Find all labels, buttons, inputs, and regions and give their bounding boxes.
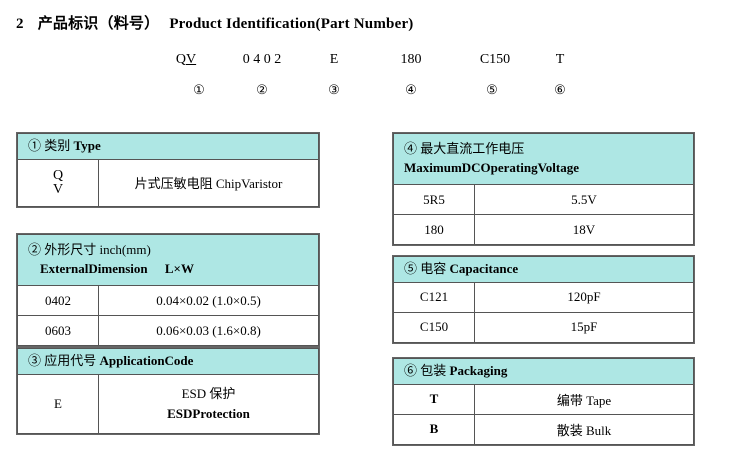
- part-number-segment-2: 0 4 0 2: [242, 52, 282, 67]
- table-application: ③ 应用代号 ApplicationCode E ESD 保护 ESDProte…: [16, 347, 320, 435]
- table-capacitance: ⑤ 电容 Capacitance C121 120pF C150 15pF: [392, 255, 695, 344]
- table-type-description: 片式压敏电阻 ChipVaristor: [98, 158, 319, 207]
- table-capacitance-header-cn: 电容: [420, 261, 447, 276]
- part-number-marker-6: ⑥: [554, 82, 566, 97]
- table-application-description: ESD 保护 ESDProtection: [98, 373, 319, 434]
- table-dimension-code-0402: 0402: [17, 285, 99, 316]
- part-number-segment-4: 180: [400, 52, 422, 67]
- table-dimension-value-0402: 0.04×0.02 (1.0×0.5): [98, 285, 319, 316]
- table-dimension-code-0603: 0603: [17, 315, 99, 346]
- table-voltage-header-line2: MaximumDCOperatingVoltage: [404, 159, 685, 178]
- table-header-row: ③ 应用代号 ApplicationCode: [17, 348, 319, 375]
- table-header-row: ⑤ 电容 Capacitance: [393, 256, 694, 283]
- table-voltage-value-180: 18V: [474, 214, 694, 245]
- part-number-segment-3: E: [329, 52, 339, 67]
- table-row: 5R5 5.5V: [393, 184, 694, 215]
- table-row: Q V 片式压敏电阻 ChipVaristor: [17, 158, 319, 207]
- table-row: C121 120pF: [393, 281, 694, 313]
- table-packaging-header: ⑥ 包装 Packaging: [393, 358, 694, 385]
- table-voltage-code-180: 180: [393, 214, 475, 245]
- table-row: B 散装 Bulk: [393, 413, 694, 445]
- table-dimension-header-en: ExternalDimension: [40, 261, 148, 276]
- table-capacitance-marker: ⑤: [404, 261, 418, 276]
- table-type-code-stacked: Q V: [21, 167, 95, 197]
- table-type-marker: ①: [28, 138, 42, 153]
- part-number-segment-1: QV: [175, 52, 197, 67]
- table-type-header-cn: 类别: [44, 138, 71, 153]
- table-type-header: ① 类别 Type: [17, 133, 319, 160]
- table-capacitance-header: ⑤ 电容 Capacitance: [393, 256, 694, 283]
- section-number: 2: [16, 16, 24, 32]
- table-voltage-marker: ④: [404, 141, 418, 157]
- table-header-row: ② 外形尺寸 inch(mm) ExternalDimension L×W: [17, 234, 319, 286]
- table-dimension-header-cn: 外形尺寸: [44, 242, 97, 258]
- table-voltage-value-5r5: 5.5V: [474, 184, 694, 215]
- table-voltage-header-en: MaximumDCOperatingVoltage: [404, 160, 580, 175]
- table-packaging-value-b: 散装 Bulk: [474, 413, 694, 445]
- part-number-markers: ① ② ③ ④ ⑤ ⑥: [0, 82, 750, 102]
- table-voltage-header-cn: 最大直流工作电压: [420, 141, 525, 157]
- part-number-segment-6: T: [555, 52, 565, 67]
- table-capacitance-header-en: Capacitance: [449, 261, 519, 276]
- table-packaging-code-t: T: [393, 383, 475, 415]
- table-capacitance-value-c150: 15pF: [474, 311, 694, 343]
- table-capacitance-value-c121: 120pF: [474, 281, 694, 313]
- table-capacitance-code-c150: C150: [393, 311, 475, 343]
- table-application-desc-line1: ESD 保护: [181, 385, 236, 401]
- table-packaging-code-b: B: [393, 413, 475, 445]
- part-number-marker-5: ⑤: [486, 82, 498, 97]
- table-row: 180 18V: [393, 214, 694, 245]
- table-row: C150 15pF: [393, 311, 694, 343]
- table-dimension-value-0603: 0.06×0.03 (1.6×0.8): [98, 315, 319, 346]
- page-title-english: Product Identification(Part Number): [169, 16, 414, 32]
- part-number-marker-2: ②: [256, 82, 268, 97]
- table-voltage-code-5r5: 5R5: [393, 184, 475, 215]
- table-type-code-line1: Q: [52, 167, 64, 183]
- table-packaging-value-t: 编带 Tape: [474, 383, 694, 415]
- part-number-marker-1: ①: [193, 82, 205, 97]
- table-capacitance-code-c121: C121: [393, 281, 475, 313]
- table-row: E ESD 保护 ESDProtection: [17, 373, 319, 434]
- table-application-header-cn: 应用代号: [44, 353, 97, 368]
- table-row: 0402 0.04×0.02 (1.0×0.5): [17, 285, 319, 316]
- table-dimension-header-unit: inch(mm): [99, 242, 151, 258]
- table-type: ① 类别 Type Q V 片式压敏电阻 ChipVaristor: [16, 132, 320, 208]
- table-application-header-en: ApplicationCode: [99, 353, 194, 368]
- table-packaging-marker: ⑥: [404, 363, 418, 378]
- table-row: 0603 0.06×0.03 (1.6×0.8): [17, 315, 319, 346]
- table-dimension: ② 外形尺寸 inch(mm) ExternalDimension L×W 04…: [16, 233, 320, 347]
- table-application-marker: ③: [28, 353, 42, 368]
- table-application-desc-line2: ESDProtection: [167, 405, 250, 421]
- table-packaging: ⑥ 包装 Packaging T 编带 Tape B 散装 Bulk: [392, 357, 695, 446]
- page-title-chinese: 产品标识（料号）: [37, 16, 160, 32]
- page-title: 2 产品标识（料号） Product Identification(Part Num…: [16, 12, 414, 33]
- part-number-marker-4: ④: [405, 82, 417, 97]
- table-application-header: ③ 应用代号 ApplicationCode: [17, 348, 319, 375]
- part-number-marker-3: ③: [328, 82, 340, 97]
- part-number-segment-5: C150: [479, 52, 511, 67]
- table-dimension-header-line2: ExternalDimension L×W: [28, 260, 310, 279]
- table-voltage-header: ④ 最大直流工作电压 MaximumDCOperatingVoltage: [393, 133, 694, 185]
- table-application-code-e: E: [17, 373, 99, 434]
- table-dimension-marker: ②: [28, 242, 42, 258]
- table-header-row: ④ 最大直流工作电压 MaximumDCOperatingVoltage: [393, 133, 694, 185]
- part-number-breakdown: QV 0 4 0 2 E 180 C150 T: [0, 52, 750, 74]
- table-type-code-qv: Q V: [17, 158, 99, 207]
- table-row: T 编带 Tape: [393, 383, 694, 415]
- table-type-code-line2: V: [52, 181, 64, 197]
- table-voltage: ④ 最大直流工作电压 MaximumDCOperatingVoltage 5R5…: [392, 132, 695, 246]
- part-number-segment-1-underlined: V: [186, 52, 197, 67]
- table-dimension-header-lw: L×W: [164, 261, 194, 276]
- table-header-row: ⑥ 包装 Packaging: [393, 358, 694, 385]
- table-packaging-header-en: Packaging: [449, 363, 508, 378]
- table-header-row: ① 类别 Type: [17, 133, 319, 160]
- table-type-header-en: Type: [73, 138, 101, 153]
- table-packaging-header-cn: 包装: [420, 363, 447, 378]
- table-dimension-header: ② 外形尺寸 inch(mm) ExternalDimension L×W: [17, 234, 319, 286]
